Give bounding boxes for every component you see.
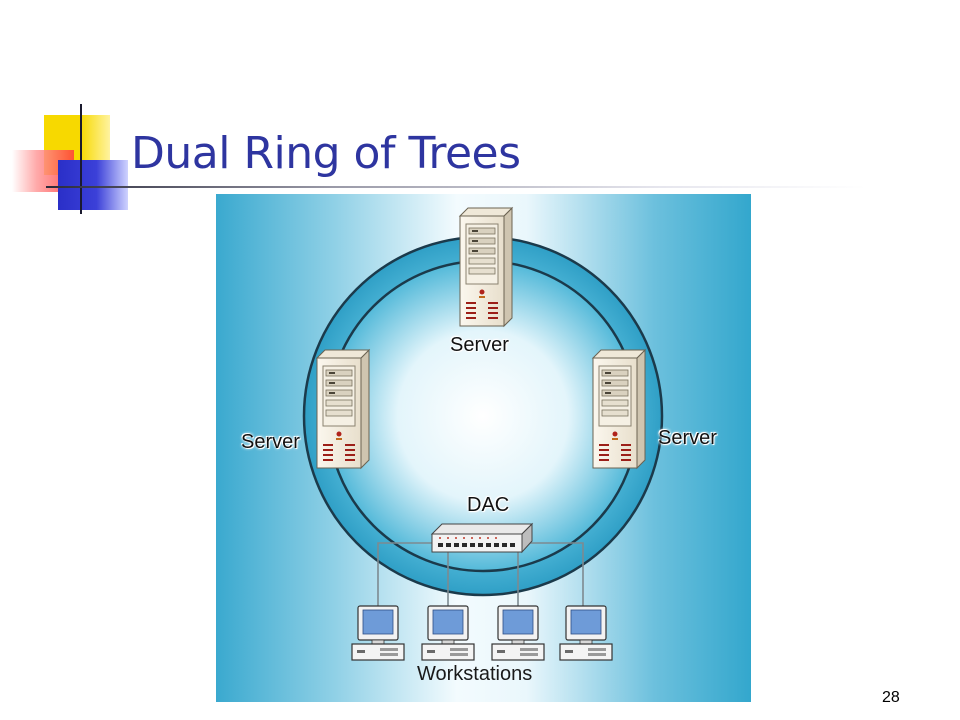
diagram-svg <box>302 207 664 661</box>
page-number: 28 <box>882 689 900 706</box>
network-diagram: Server Server Server DAC Workstations <box>216 194 751 702</box>
drop-cables <box>377 542 584 606</box>
workstation-icon <box>559 605 613 661</box>
decor-vertical-line <box>80 104 82 214</box>
workstation-icon <box>351 605 405 661</box>
label-server-top: Server <box>450 334 509 356</box>
concentrator-icon <box>430 522 534 554</box>
title-underline <box>46 186 866 188</box>
label-workstations: Workstations <box>417 663 533 685</box>
label-dac: DAC <box>467 494 510 516</box>
decor-blue-square <box>58 160 128 210</box>
workstation-icon <box>421 605 475 661</box>
server-icon <box>316 349 370 469</box>
label-server-right: Server <box>658 427 717 449</box>
slide-title: Dual Ring of Trees <box>131 128 521 179</box>
label-server-left: Server <box>241 431 300 453</box>
server-icon <box>592 349 646 469</box>
server-icon <box>459 207 513 327</box>
workstation-icon <box>491 605 545 661</box>
